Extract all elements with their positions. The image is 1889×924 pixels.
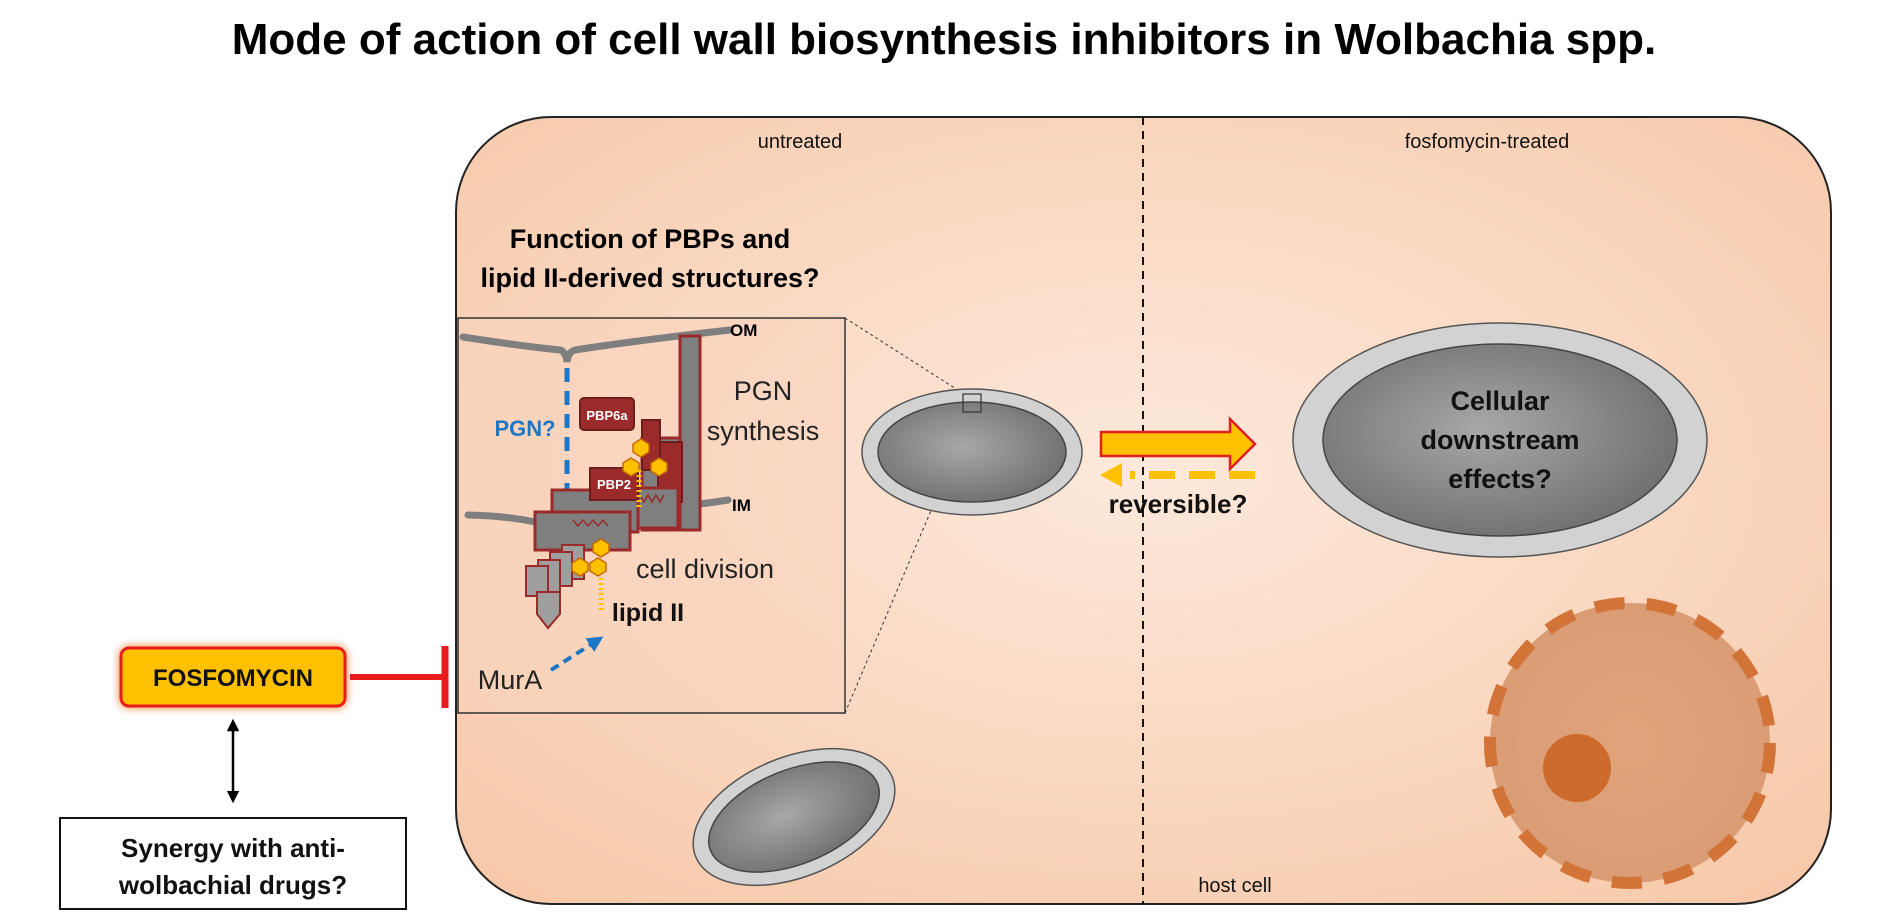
lipid-ii-label: lipid II xyxy=(612,599,684,627)
host-nucleus xyxy=(1484,597,1776,889)
function-question-line1: Function of PBPs and xyxy=(510,224,791,254)
inhibition-arrow xyxy=(350,646,449,708)
pbp-complex: PBP2 PBP6a xyxy=(525,334,702,630)
pgn-question-label: PGN? xyxy=(494,416,555,441)
synergy-line2: wolbachial drugs? xyxy=(118,870,347,900)
effects-line1: Cellular xyxy=(1450,386,1550,416)
fosfomycin-label: FOSFOMYCIN xyxy=(153,665,313,692)
synergy-box xyxy=(59,817,407,910)
wolbachia-bacterium-upper xyxy=(861,388,1083,516)
cell-division-label: cell division xyxy=(636,554,774,584)
function-question-line2: lipid II-derived structures? xyxy=(480,263,819,293)
wolbachia-bacterium-treated xyxy=(1292,322,1708,558)
pbp6a-label: PBP6a xyxy=(586,408,628,423)
page-title: Mode of action of cell wall biosynthesis… xyxy=(232,15,1656,64)
pgn-synthesis-line1: PGN xyxy=(734,376,793,406)
effects-line3: effects? xyxy=(1448,464,1552,494)
host-cell-label: host cell xyxy=(1198,875,1271,897)
pgn-synthesis-line2: synthesis xyxy=(707,416,820,446)
mura-label: MurA xyxy=(478,665,543,695)
wolbachia-bacterium-lower xyxy=(692,747,896,887)
mura-to-lipid-ii-arrow xyxy=(549,636,604,672)
fosfomycin-treated-label: fosfomycin-treated xyxy=(1405,131,1570,153)
pbp2-label: PBP2 xyxy=(597,477,631,492)
synergy-line1: Synergy with anti- xyxy=(121,833,345,863)
inset-zoom-box: OM IM PGN? PGN synthesis PBP2 PBP6a xyxy=(457,317,846,714)
untreated-label: untreated xyxy=(758,131,843,153)
om-label: OM xyxy=(730,321,757,340)
reversible-label: reversible? xyxy=(1109,489,1248,519)
effects-line2: downstream xyxy=(1420,425,1579,455)
fosfomycin-box xyxy=(119,646,347,708)
forward-arrow xyxy=(1099,415,1257,473)
reverse-dashed-arrow xyxy=(1100,463,1255,487)
im-label: IM xyxy=(732,496,751,515)
